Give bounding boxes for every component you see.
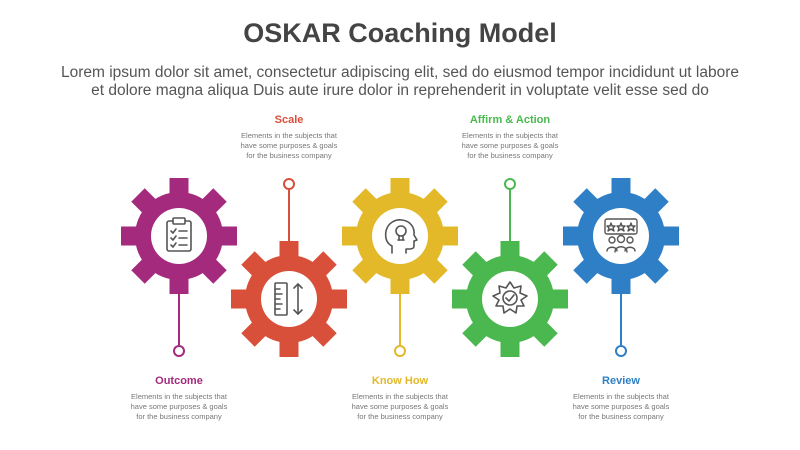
- ruler-scale-icon: [274, 282, 303, 316]
- gear-scale: [231, 241, 347, 357]
- subtitle-line-2: et dolore magna aliqua Duis aute irure d…: [91, 82, 709, 99]
- page-subtitle: Lorem ipsum dolor sit amet, consectetur …: [20, 64, 780, 100]
- step-description-review: Elements in the subjects that have some …: [541, 392, 701, 422]
- description-line: Elements in the subjects that: [241, 131, 337, 140]
- step-title-review: Review: [602, 375, 640, 387]
- step-title-outcome: Outcome: [155, 375, 203, 387]
- description-line: Elements in the subjects that: [352, 392, 448, 401]
- description-line: Elements in the subjects that: [131, 392, 227, 401]
- connector-know-how: [394, 292, 406, 357]
- description-line: have some purposes & goals: [461, 141, 559, 150]
- description-line: have some purposes & goals: [240, 141, 338, 150]
- description-line: for the business company: [578, 412, 664, 421]
- badge-check-icon: [492, 281, 528, 314]
- step-title-affirm-action: Affirm & Action: [469, 114, 551, 126]
- description-line: Elements in the subjects that: [462, 131, 558, 140]
- step-description-affirm-action: Elements in the subjects that have some …: [430, 131, 590, 161]
- gear-outcome: [121, 178, 237, 294]
- step-title-know-how: Know How: [371, 375, 429, 387]
- description-line: have some purposes & goals: [572, 402, 670, 411]
- description-line: for the business company: [136, 412, 222, 421]
- gear-review: [563, 178, 679, 294]
- connector-affirm-action: [504, 178, 516, 242]
- connector-review: [615, 292, 627, 357]
- team-rating-icon: [604, 218, 638, 253]
- step-title-scale: Scale: [274, 114, 304, 126]
- step-description-outcome: Elements in the subjects that have some …: [99, 392, 259, 422]
- description-line: for the business company: [246, 151, 332, 160]
- head-lightbulb-icon: [384, 219, 418, 254]
- description-line: have some purposes & goals: [351, 402, 449, 411]
- subtitle-line-1: Lorem ipsum dolor sit amet, consectetur …: [60, 64, 740, 81]
- step-description-know-how: Elements in the subjects that have some …: [320, 392, 480, 422]
- gear-know-how: [342, 178, 458, 294]
- page-title: OSKAR Coaching Model: [243, 18, 557, 48]
- description-line: for the business company: [357, 412, 443, 421]
- description-line: Elements in the subjects that: [573, 392, 669, 401]
- connector-scale: [283, 178, 295, 242]
- clipboard-checklist-icon: [166, 217, 192, 252]
- connector-outcome: [173, 292, 185, 357]
- step-description-scale: Elements in the subjects that have some …: [209, 131, 369, 161]
- description-line: for the business company: [467, 151, 553, 160]
- gear-affirm-action: [452, 241, 568, 357]
- description-line: have some purposes & goals: [130, 402, 228, 411]
